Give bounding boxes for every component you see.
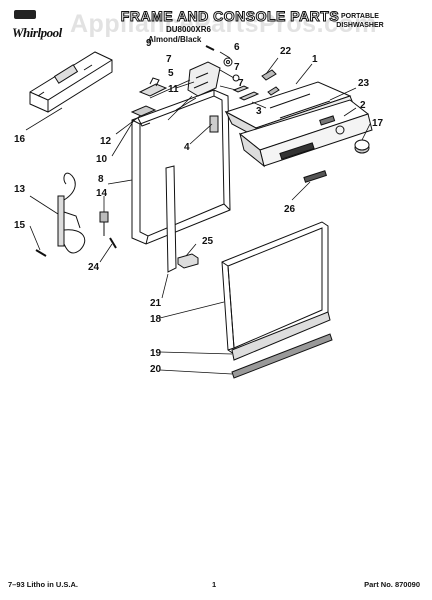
callout-15: 15 — [14, 220, 26, 231]
callout-1: 1 — [312, 54, 318, 65]
callout-26: 26 — [284, 204, 296, 215]
part-screw-15 — [35, 249, 47, 257]
footer-part-number: Part No. 870090 — [364, 580, 420, 589]
callout-2: 2 — [360, 100, 366, 111]
product-line-1: PORTABLE — [341, 13, 379, 20]
part-door-frame — [131, 89, 231, 245]
brand-logo: Whirlpool — [12, 25, 62, 40]
part-fasteners — [205, 45, 250, 93]
footer-litho: 7–93 Litho in U.S.A. — [8, 580, 79, 589]
part-overlay — [303, 170, 328, 183]
part-switch — [238, 91, 260, 101]
callout-12: 12 — [100, 136, 112, 147]
callout-14: 14 — [96, 188, 108, 199]
callout-5: 5 — [168, 68, 174, 79]
callout-25: 25 — [202, 236, 214, 247]
part-screw-24 — [109, 237, 117, 249]
callout-4: 4 — [184, 142, 190, 153]
watermark: AppliancePartsPros.com — [70, 10, 377, 38]
callout-22: 23 — [358, 78, 370, 89]
callout-11: 11 — [168, 84, 179, 95]
callouts: 16 12 10 8 13 14 15 24 9 7 5 11 6 7 7 22… — [14, 38, 384, 375]
callout-19: 19 — [150, 348, 162, 359]
leader-lines — [25, 51, 371, 375]
callout-24: 24 — [88, 262, 100, 273]
callout-7a: 7 — [166, 54, 172, 65]
logo-badge — [14, 10, 36, 19]
callout-7c: 7 — [238, 78, 244, 89]
part-console-panel — [224, 81, 373, 168]
part-connector — [99, 211, 109, 236]
part-clip — [177, 253, 199, 269]
callout-16: 16 — [14, 134, 26, 145]
callout-8: 8 — [98, 174, 104, 185]
callout-6: 6 — [234, 42, 240, 53]
callout-18: 18 — [150, 314, 162, 325]
part-toe-strip — [231, 333, 333, 379]
callout-23: 21 — [150, 298, 162, 309]
part-wire-harness — [57, 172, 86, 254]
callout-13: 13 — [14, 184, 26, 195]
footer-page-number: 1 — [212, 580, 217, 589]
callout-10: 10 — [96, 154, 108, 165]
model-number: DU8000XR6 — [166, 25, 211, 34]
callout-7b: 7 — [234, 62, 240, 73]
page-title: FRAME AND CONSOLE PARTS — [120, 8, 340, 25]
part-console-bracket — [29, 51, 113, 113]
part-side-trim — [165, 165, 177, 273]
product-line-2: DISHWASHER — [336, 22, 384, 29]
callout-3: 3 — [256, 106, 262, 117]
callout-20: 20 — [150, 364, 162, 375]
color-note: Almond/Black — [148, 35, 202, 44]
part-bottom-trim — [231, 311, 331, 361]
part-gasket — [261, 69, 280, 96]
part-knob — [354, 139, 370, 154]
callout-9: 9 — [146, 38, 152, 49]
part-hinge-cluster — [130, 61, 221, 127]
product-type: PORTABLE DISHWASHER — [320, 12, 400, 30]
callout-21: 22 — [280, 46, 292, 57]
callout-17: 17 — [372, 118, 384, 129]
